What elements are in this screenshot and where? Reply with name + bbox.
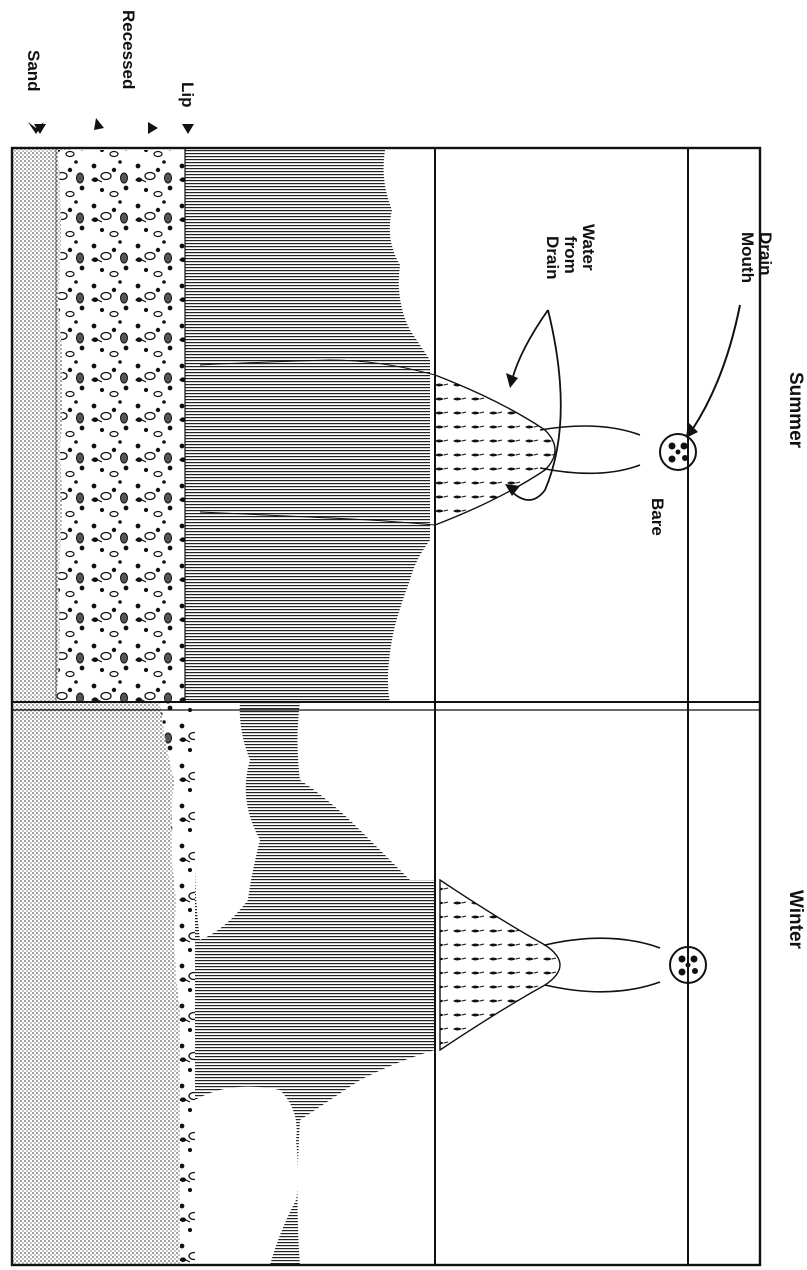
sand-winter-bulge	[70, 702, 180, 1265]
drain-mouth-arrow	[692, 305, 740, 430]
recessed-label: Recessed	[119, 10, 138, 89]
water-label-3: Drain	[543, 236, 562, 279]
drain-mouth-summer	[660, 434, 696, 470]
bare-label: Bare	[648, 498, 667, 536]
drain-mouth-label-1: Drain	[756, 232, 775, 275]
lip-zone-summer	[185, 150, 430, 702]
water-label-2: from	[561, 236, 580, 274]
lip-label: Lip	[178, 82, 197, 108]
summer-title: Summer	[785, 372, 806, 449]
recessed-zone-summer	[56, 150, 185, 702]
recessed-marker-2	[148, 122, 158, 134]
drain-plume-winter	[440, 880, 560, 1050]
water-arrow	[512, 310, 548, 380]
drain-plume-summer	[435, 375, 555, 525]
winter-title: Winter	[785, 890, 806, 950]
recessed-marker-1	[94, 118, 104, 130]
drain-mouth-label-2: Mouth	[738, 232, 757, 283]
water-label-1: Water	[579, 224, 598, 271]
lip-marker	[182, 124, 194, 134]
sand-label: Sand	[24, 50, 43, 92]
